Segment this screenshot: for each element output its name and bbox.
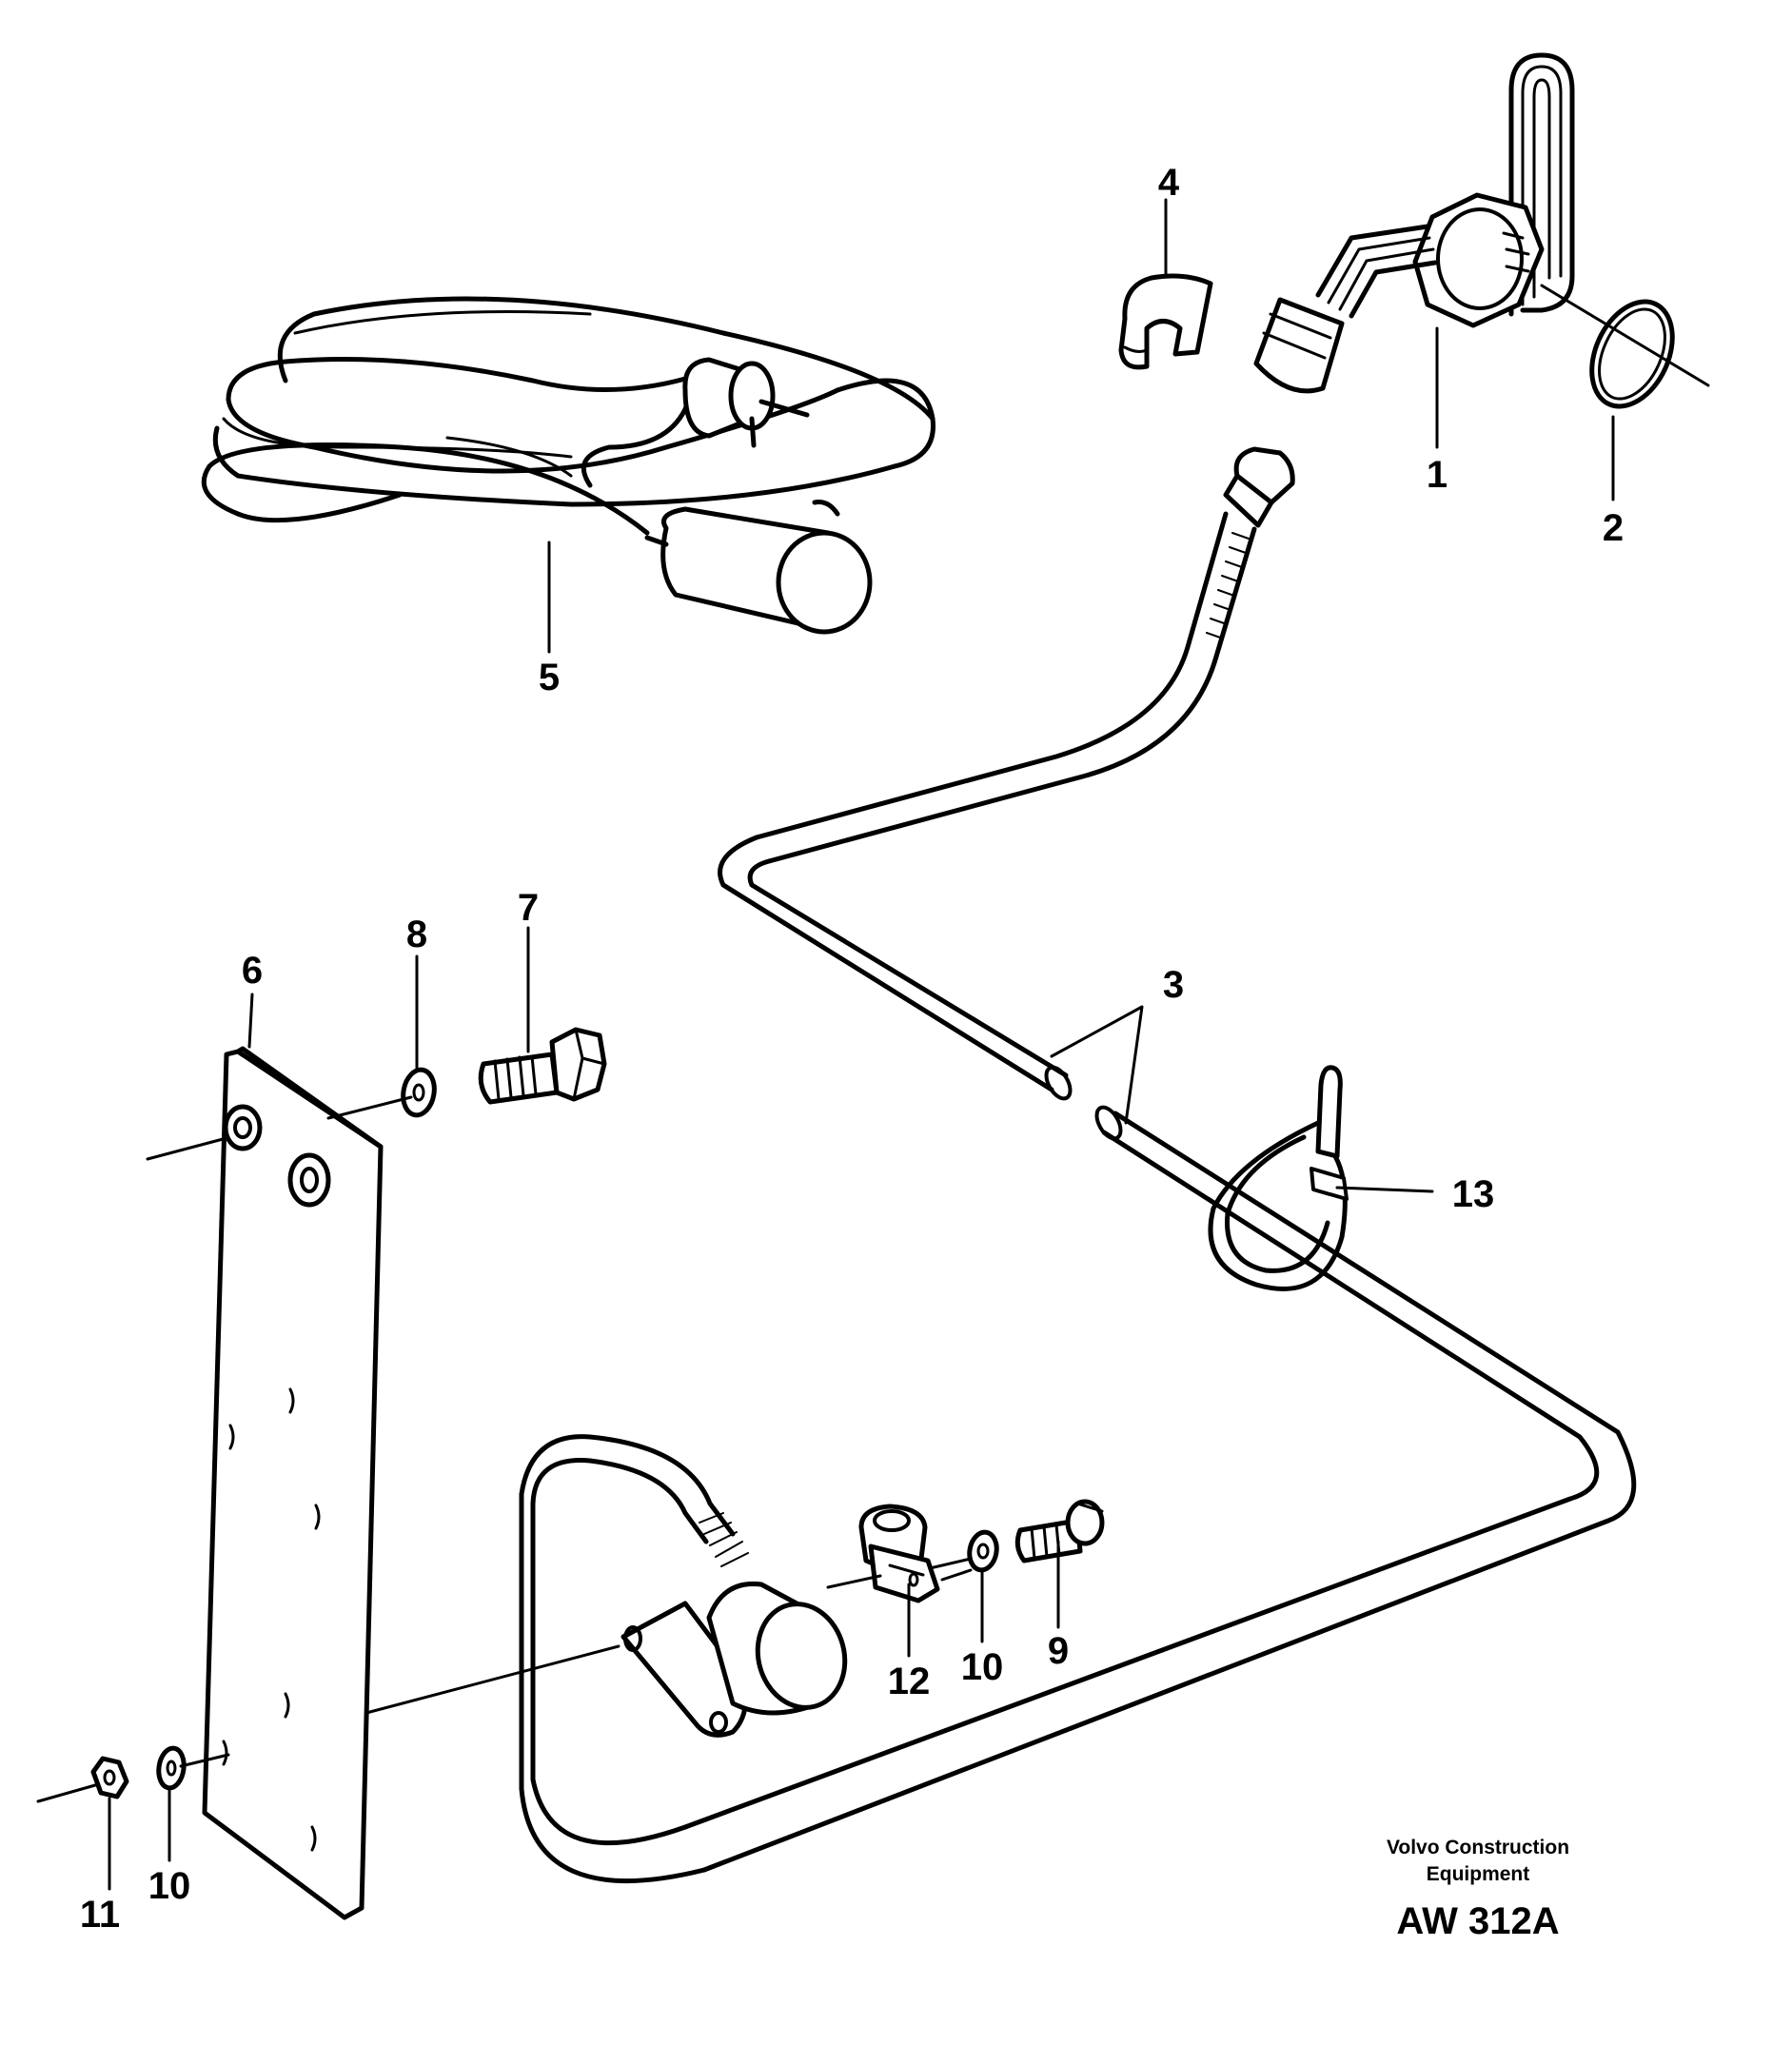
callout-4: 4 bbox=[1158, 162, 1180, 204]
heater-element-part-1 bbox=[1253, 52, 1710, 394]
callout-3: 3 bbox=[1163, 964, 1184, 1006]
bracket-plate-part-6 bbox=[146, 1046, 620, 1920]
leader-6 bbox=[247, 993, 254, 1049]
washer-part-10-left bbox=[156, 1745, 230, 1791]
washer-part-10-right bbox=[912, 1529, 999, 1574]
clip-part-4 bbox=[1118, 273, 1213, 370]
callout-5: 5 bbox=[539, 657, 560, 698]
brand-line-2: Equipment bbox=[1427, 1863, 1530, 1885]
cable-assembly-part-5 bbox=[201, 296, 935, 635]
callout-1: 1 bbox=[1427, 454, 1447, 496]
leader-13 bbox=[1335, 1186, 1434, 1193]
callout-9: 9 bbox=[1048, 1630, 1069, 1672]
cable-part-3 bbox=[519, 446, 1637, 1883]
callout-6: 6 bbox=[242, 950, 263, 992]
screw-part-9 bbox=[1014, 1499, 1105, 1563]
callout-10-right: 10 bbox=[961, 1646, 1004, 1688]
brand-line-1: Volvo Construction bbox=[1387, 1837, 1569, 1858]
clamp-part-12 bbox=[826, 1504, 973, 1603]
callout-8: 8 bbox=[406, 914, 427, 955]
drawing-footer: Volvo Construction Equipment AW 312A bbox=[1387, 1837, 1569, 1942]
callout-labels: 1 2 3 4 5 6 7 8 9 10 10 11 12 13 bbox=[80, 162, 1624, 1936]
callout-7: 7 bbox=[518, 887, 539, 929]
washer-part-8 bbox=[326, 1067, 437, 1120]
o-ring-part-2 bbox=[1589, 299, 1675, 409]
nut-part-11 bbox=[36, 1756, 129, 1803]
callout-12: 12 bbox=[888, 1661, 931, 1702]
leader-lines bbox=[108, 198, 1615, 1891]
bolt-part-7 bbox=[478, 1027, 607, 1105]
drawing-number: AW 312A bbox=[1396, 1900, 1559, 1942]
callout-11: 11 bbox=[80, 1894, 120, 1936]
leader-3 bbox=[1050, 1005, 1144, 1125]
callout-13: 13 bbox=[1452, 1173, 1495, 1215]
callout-10-left: 10 bbox=[148, 1865, 191, 1907]
callout-2: 2 bbox=[1603, 507, 1624, 549]
